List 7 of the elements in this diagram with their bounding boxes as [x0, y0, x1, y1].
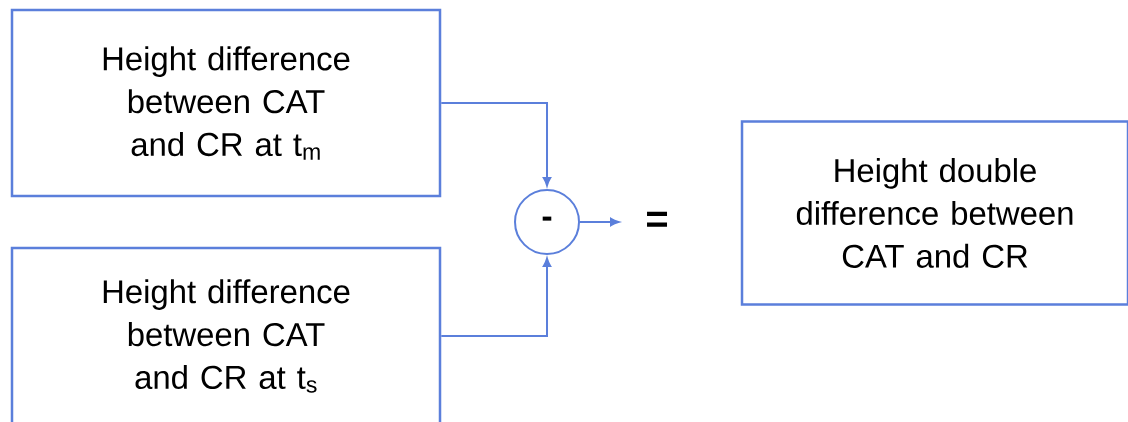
process-box: Height difference between CAT and CR at t$_{s}$ — [10, 246, 442, 422]
process-box: Height double difference between CAT and CR — [740, 120, 1128, 306]
arrow — [440, 257, 552, 337]
arrow — [579, 217, 620, 227]
equals-sign: = — [647, 211, 667, 227]
arrow — [440, 102, 552, 187]
process-box: Height difference between CAT and CR at t$_{m}$ — [10, 8, 442, 198]
